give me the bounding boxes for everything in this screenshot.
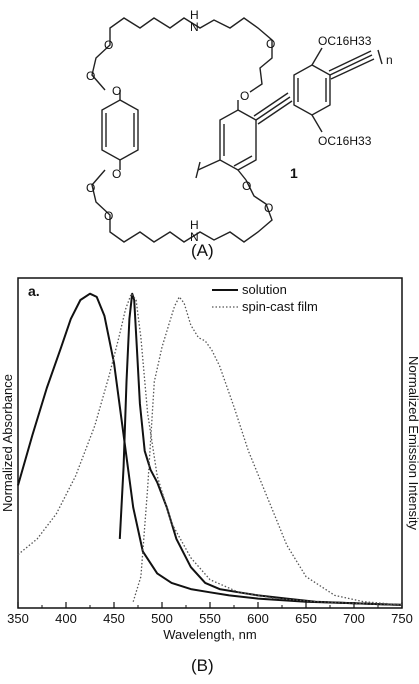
legend: solution spin-cast film bbox=[212, 282, 318, 314]
series-line-1 bbox=[118, 292, 403, 606]
label-o-6: O bbox=[86, 181, 95, 195]
x-tick-label-500: 500 bbox=[151, 611, 173, 626]
series-line-0 bbox=[17, 292, 403, 606]
label-h-bottom: H bbox=[190, 218, 199, 232]
label-o-3: O bbox=[112, 84, 121, 98]
x-tick-label-600: 600 bbox=[247, 611, 269, 626]
panel-a: N H N H O O O O O O O O O O OC16H33 OC16… bbox=[0, 0, 419, 272]
x-tick-label-700: 700 bbox=[343, 611, 365, 626]
spectra-chart: 350 400 450 500 550 600 650 700 750 a. solution … bbox=[0, 277, 419, 642]
x-tick-label-450: 450 bbox=[103, 611, 125, 626]
y-axis-label-left: Normalized Absorbance bbox=[0, 374, 15, 512]
series-line-3 bbox=[132, 296, 403, 606]
legend-label-solution: solution bbox=[242, 282, 287, 297]
x-tick-label-350: 350 bbox=[7, 611, 29, 626]
x-tick-label-650: 650 bbox=[295, 611, 317, 626]
plot-frame bbox=[17, 277, 403, 609]
panel-b: 350 400 450 500 550 600 650 700 750 a. solution … bbox=[0, 272, 419, 684]
series-line-2 bbox=[17, 293, 403, 606]
caption-a: (A) bbox=[191, 241, 214, 260]
label-o-10: O bbox=[242, 179, 251, 193]
label-n-top: N bbox=[190, 20, 199, 34]
legend-label-film: spin-cast film bbox=[242, 299, 318, 314]
compound-number: 1 bbox=[290, 165, 298, 181]
series-layer bbox=[17, 292, 403, 606]
y-axis-label-right: Normalized Emission Intensity bbox=[406, 356, 419, 531]
structure-bonds bbox=[91, 17, 383, 243]
label-alkoxy-top: OC16H33 bbox=[318, 34, 372, 48]
chemical-structure: N H N H O O O O O O O O O O OC16H33 OC16… bbox=[86, 8, 393, 244]
label-n-bottom: N bbox=[190, 230, 199, 244]
label-h-top: H bbox=[190, 8, 199, 22]
label-o-4: O bbox=[266, 37, 275, 51]
x-tick-label-400: 400 bbox=[55, 611, 77, 626]
x-axis-ticks: 350 400 450 500 550 600 650 700 750 bbox=[7, 602, 413, 626]
x-tick-label-750: 750 bbox=[391, 611, 413, 626]
label-alkoxy-bottom: OC16H33 bbox=[318, 134, 372, 148]
structure-labels: N H N H O O O O O O O O O O OC16H33 OC16… bbox=[86, 8, 393, 244]
label-o-8: O bbox=[112, 167, 121, 181]
caption-b: (B) bbox=[191, 656, 214, 675]
label-o-7: O bbox=[104, 209, 113, 223]
label-o-9: O bbox=[264, 201, 273, 215]
label-o-2: O bbox=[104, 38, 113, 52]
panel-label: a. bbox=[28, 283, 40, 299]
x-axis-label: Wavelength, nm bbox=[163, 627, 256, 642]
label-repeat-n: n bbox=[386, 53, 393, 67]
label-o-5: O bbox=[240, 89, 249, 103]
x-tick-label-550: 550 bbox=[199, 611, 221, 626]
label-o-1: O bbox=[86, 69, 95, 83]
